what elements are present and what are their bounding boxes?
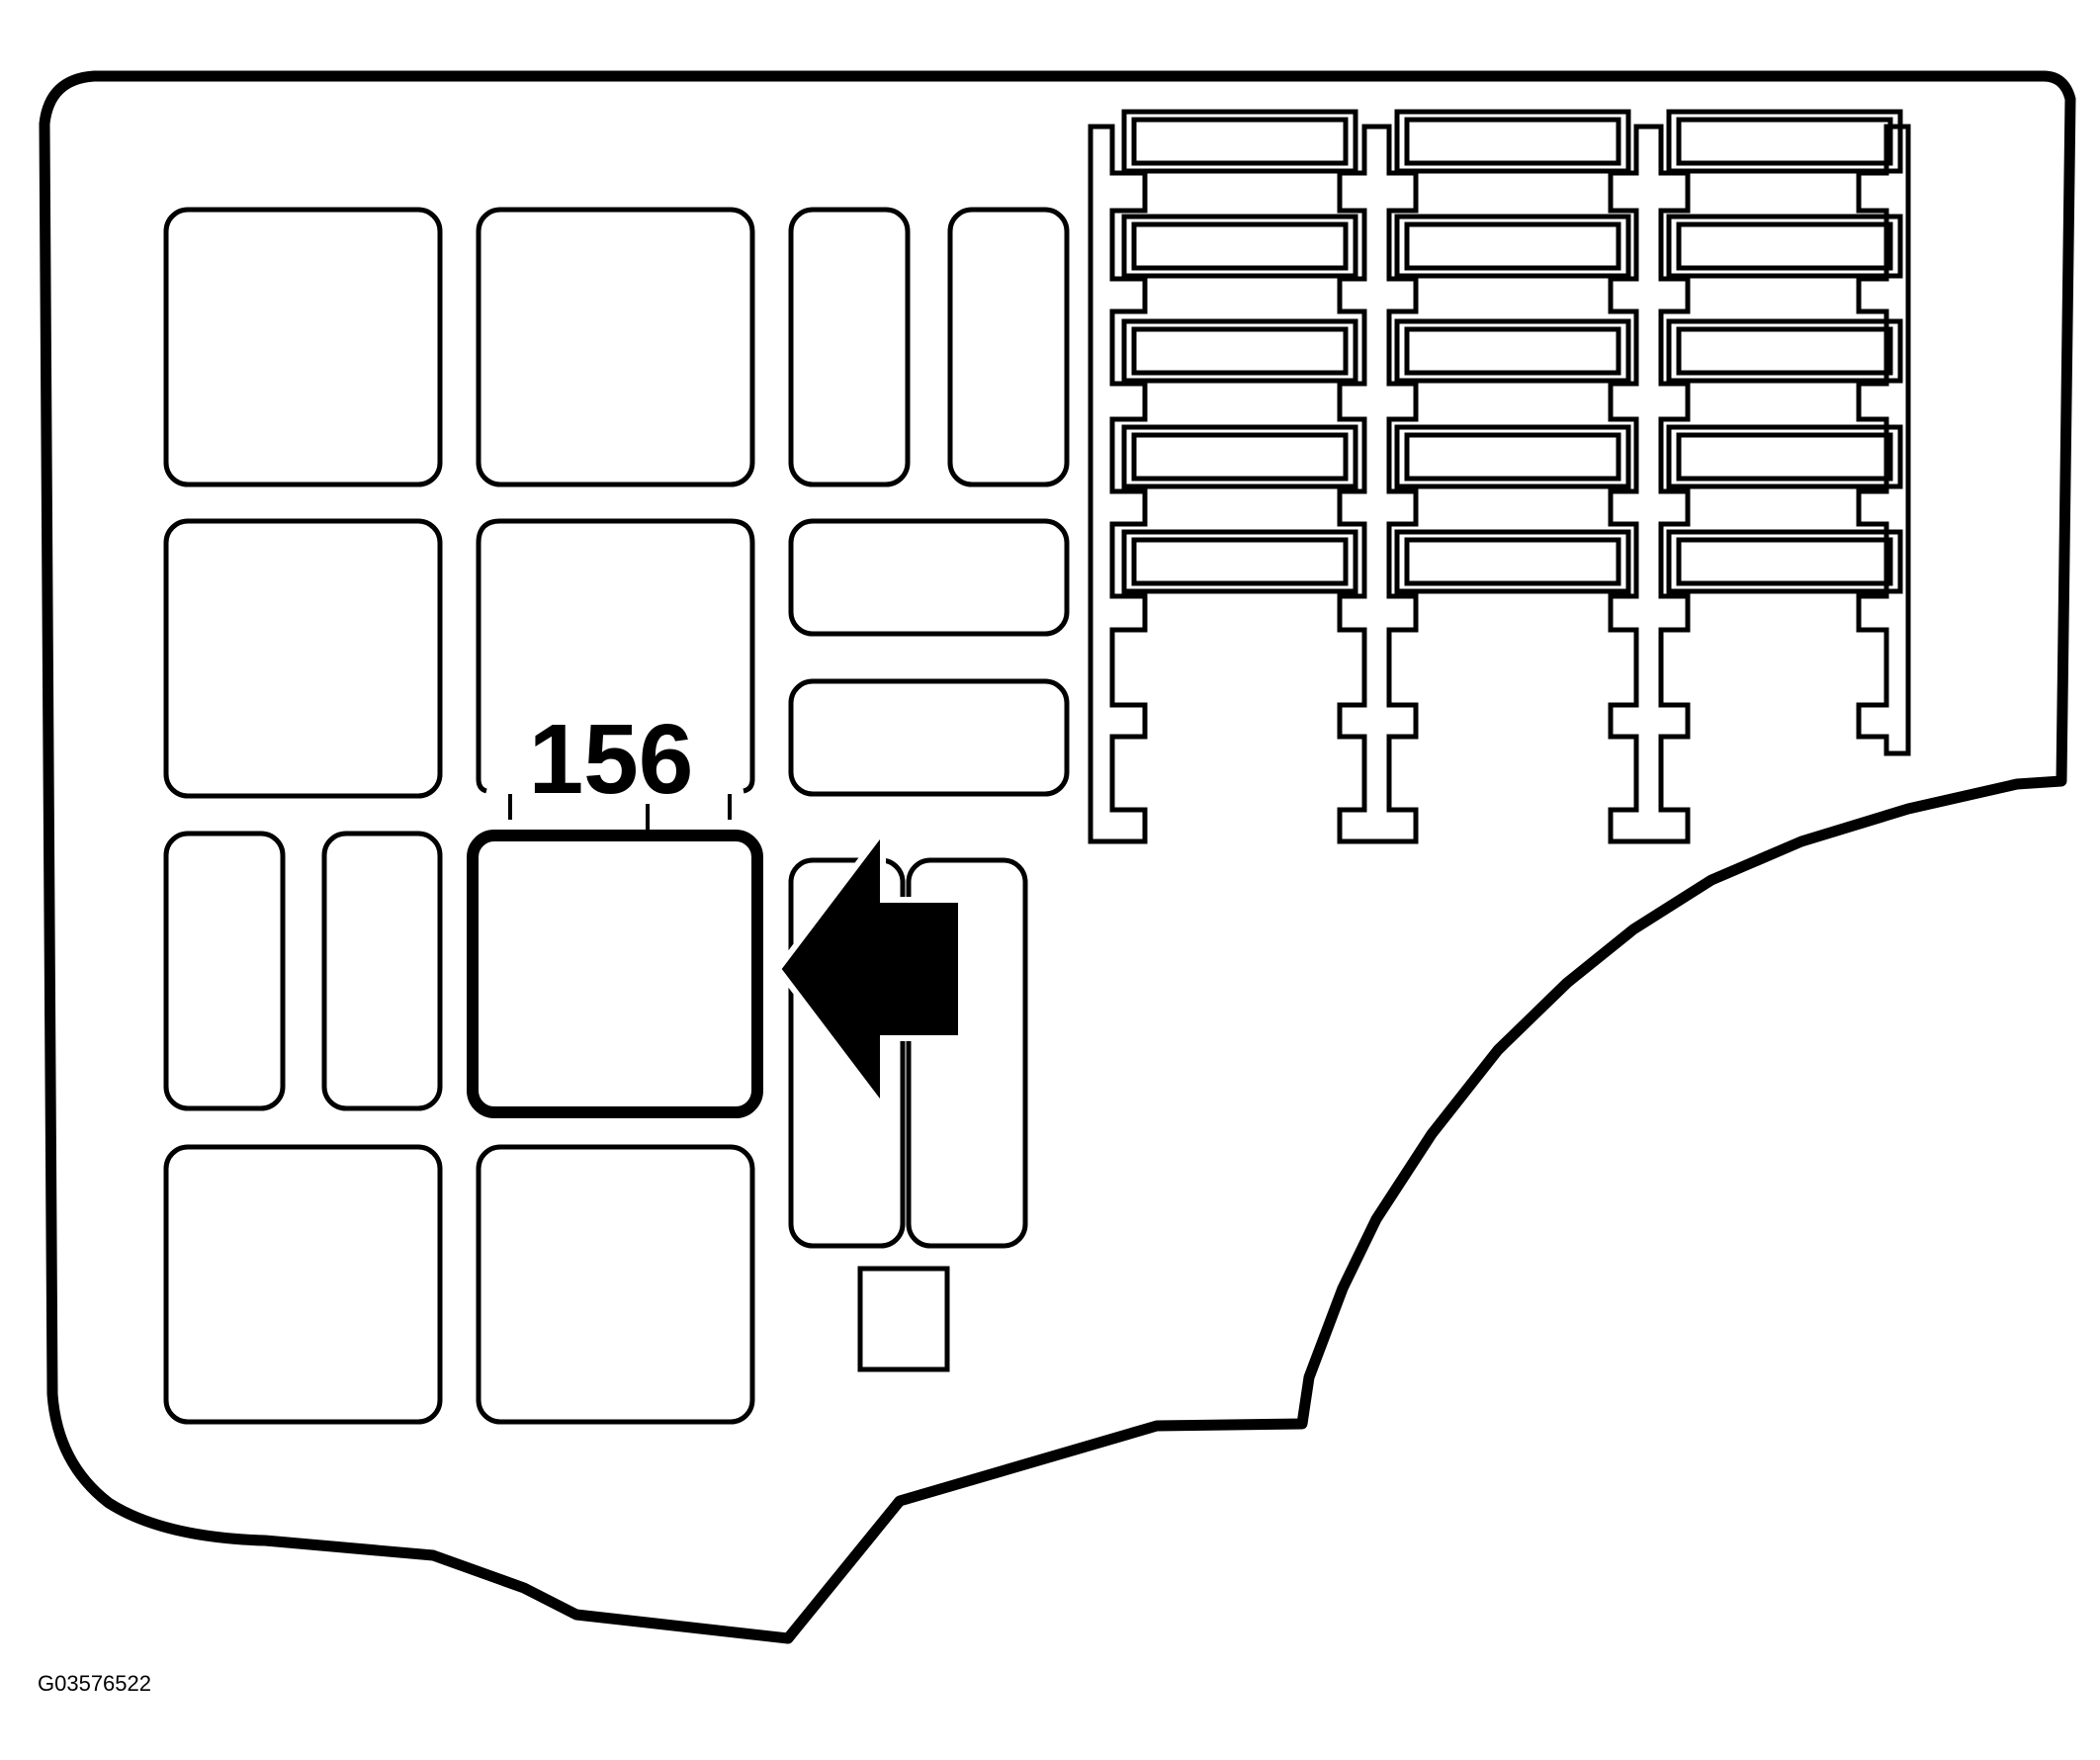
mini-fuse-1-1 (1121, 109, 1358, 174)
mini-fuse-1-2-inner (1404, 117, 1621, 166)
fuse-box-housing (39, 70, 2076, 1644)
small-square-slot (857, 1266, 950, 1372)
mini-fuse-4-1-inner (1131, 432, 1349, 482)
relay-slot-r4c1 (163, 1144, 443, 1425)
fuse-rack-rail-1 (1088, 124, 1148, 844)
fuse-slot-tall-2 (906, 857, 1028, 1249)
mini-fuse-3-1 (1121, 318, 1358, 384)
mini-fuse-5-3-inner (1676, 537, 1893, 586)
mini-fuse-5-2-inner (1404, 537, 1621, 586)
fuse-rack-rail-3 (1608, 124, 1691, 844)
mini-fuse-5-1-inner (1131, 537, 1349, 586)
mini-fuse-1-2 (1394, 109, 1631, 174)
figure-code: G03576522 (38, 1671, 151, 1696)
mini-fuse-2-2 (1394, 214, 1631, 279)
relay-156-highlight (467, 830, 763, 1118)
mini-fuse-4-2-inner (1404, 432, 1621, 482)
mini-fuse-1-3-inner (1676, 117, 1893, 166)
mini-fuse-2-3-inner (1676, 221, 1893, 271)
mini-fuse-2-2-inner (1404, 221, 1621, 271)
mini-fuse-1-3 (1666, 109, 1903, 174)
mini-fuse-2-1 (1121, 214, 1358, 279)
mini-fuse-4-2 (1394, 424, 1631, 489)
fuse-rack-rail-2 (1337, 124, 1419, 844)
mini-fuse-5-3 (1666, 529, 1903, 594)
mini-fuse-4-3-inner (1676, 432, 1893, 482)
mini-fuse-rack (1088, 109, 1911, 844)
relay-slot-r1c4 (947, 207, 1070, 487)
mini-fuse-4-1 (1121, 424, 1358, 489)
fuse-slot-tall-1 (788, 857, 906, 1249)
relay-slot-r2c1 (163, 518, 443, 799)
relay-slot-r1c2 (476, 207, 755, 487)
fuse-slot-wide-2 (788, 678, 1070, 797)
relay-slot-r1c1 (163, 207, 443, 487)
mini-fuse-3-2 (1394, 318, 1631, 384)
relay-slot-r1c3 (788, 207, 911, 487)
fuse-slot-wide-1 (788, 518, 1070, 637)
relay-slot-r4c2 (476, 1144, 755, 1425)
mini-fuse-2-3 (1666, 214, 1903, 279)
mini-fuse-3-2-inner (1404, 326, 1621, 376)
mini-fuse-3-3 (1666, 318, 1903, 384)
mini-fuse-4-3 (1666, 424, 1903, 489)
fuse-rack-rail-4 (1856, 124, 1911, 756)
mini-fuse-5-2 (1394, 529, 1631, 594)
mini-fuse-5-1 (1121, 529, 1358, 594)
relay-slot-r3c2 (321, 831, 443, 1111)
pointer-arrow-icon (774, 822, 964, 1116)
mini-fuse-3-1-inner (1131, 326, 1349, 376)
mini-fuse-1-1-inner (1131, 117, 1349, 166)
mini-fuse-2-1-inner (1131, 221, 1349, 271)
relay-156-label: 156 (529, 704, 694, 815)
relay-slot-r3c1 (163, 831, 286, 1111)
mini-fuse-3-3-inner (1676, 326, 1893, 376)
relay-slot-r2c2 (476, 518, 755, 794)
